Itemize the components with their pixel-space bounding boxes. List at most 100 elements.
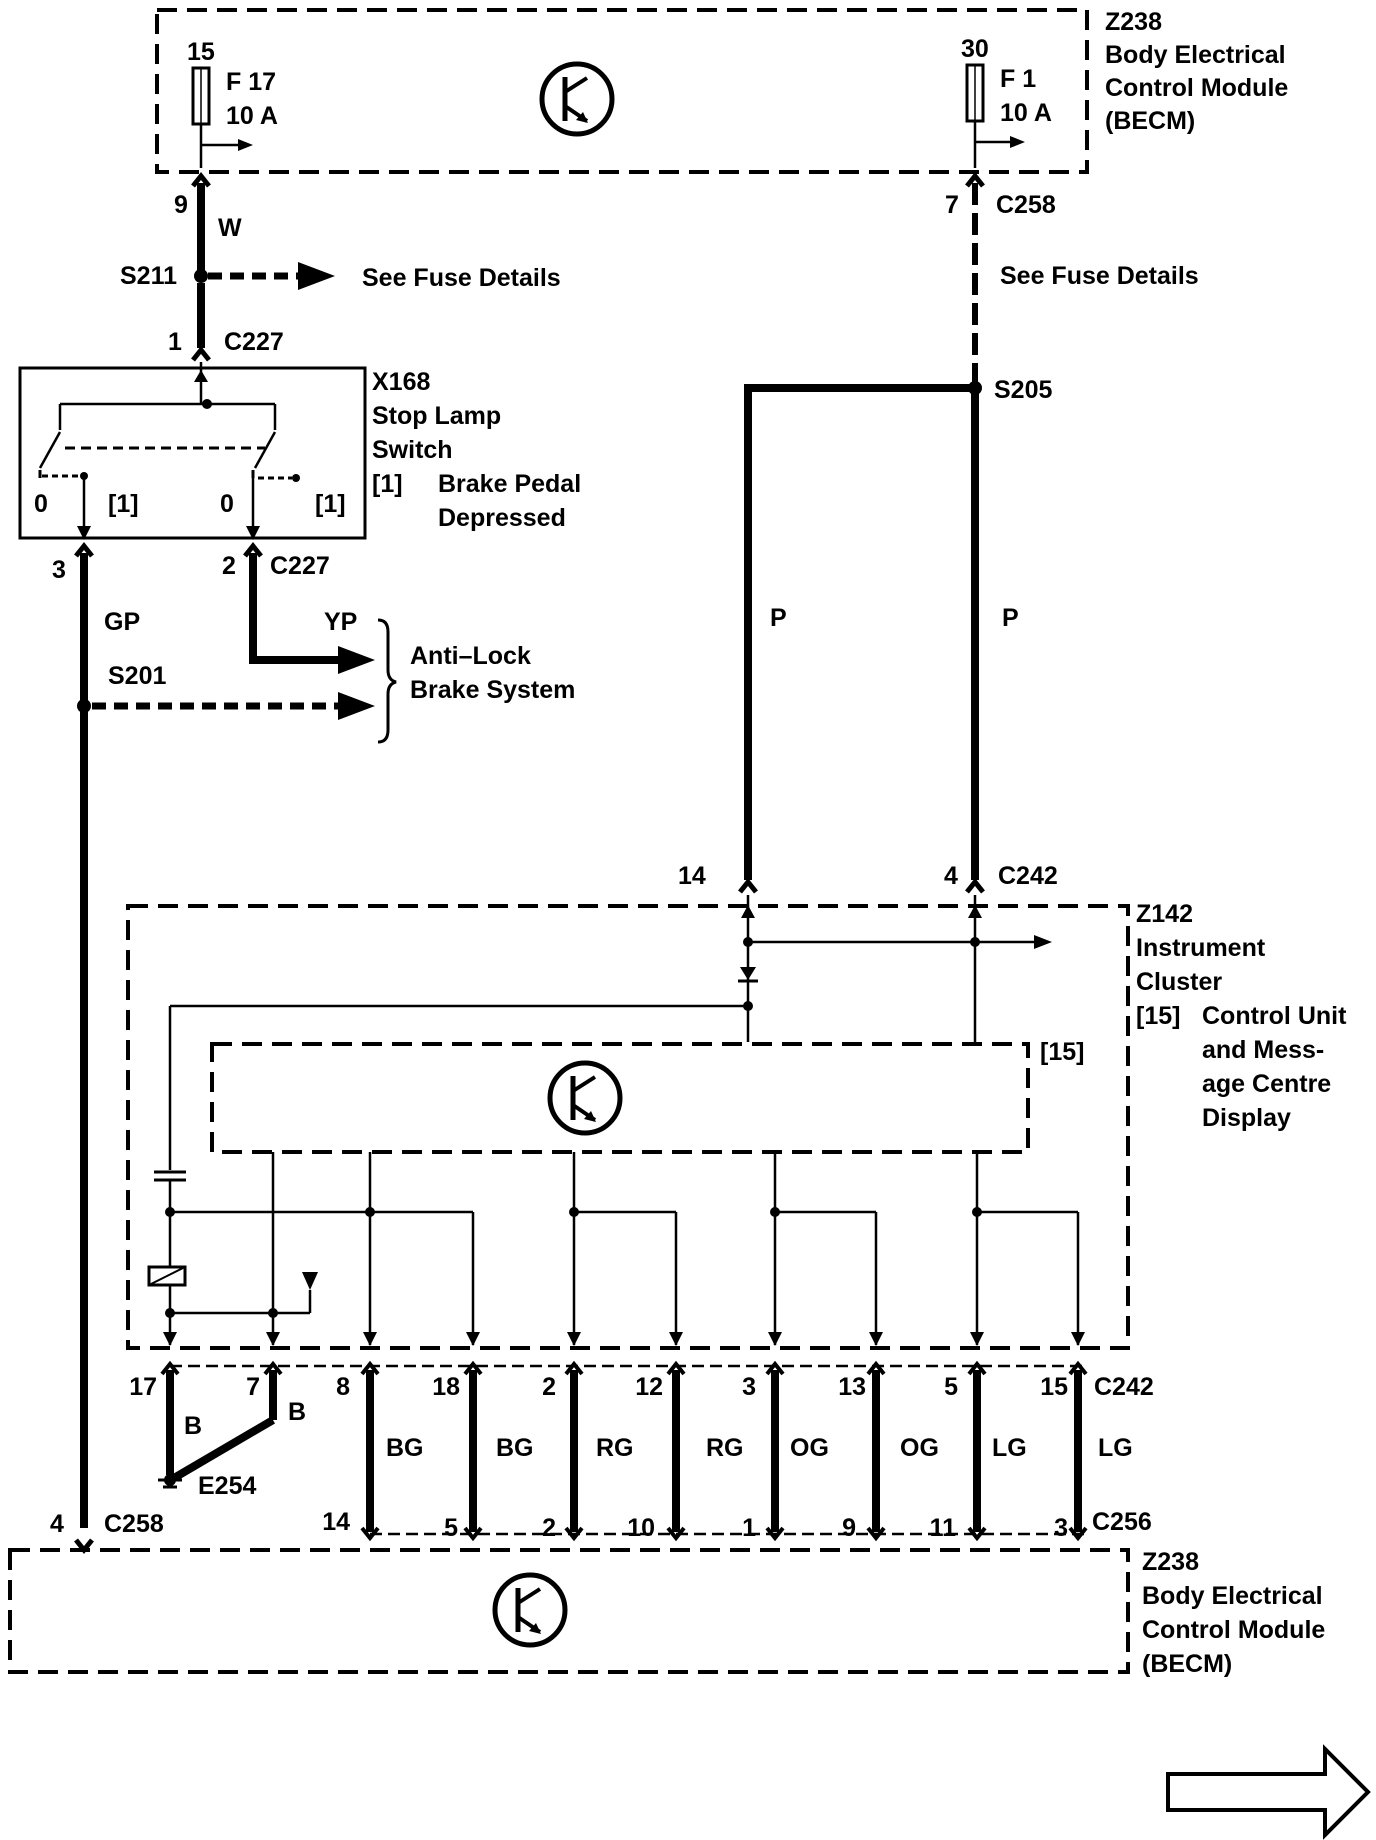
wire-yp-color: YP xyxy=(324,608,357,636)
cluster-note3: age Centre xyxy=(1202,1070,1331,1098)
wire-color-5: RG xyxy=(596,1434,634,1462)
wire-gp-color: GP xyxy=(104,608,140,636)
pin-bottom-7: 9 xyxy=(842,1514,856,1542)
fuse-f1: 30 F 1 10 A xyxy=(961,35,1052,168)
cluster-note4: Display xyxy=(1202,1104,1291,1132)
splice-s211: S211 See Fuse Details xyxy=(120,262,561,292)
wire-color-3: BG xyxy=(386,1434,424,1462)
wire-color-9: LG xyxy=(992,1434,1027,1462)
wire-p-right-connector: C242 xyxy=(998,862,1058,890)
pin-bottom-2: 14 xyxy=(322,1508,350,1536)
c227-top-pin: 1 xyxy=(168,328,182,356)
fuse-f17: 15 F 17 10 A xyxy=(187,38,278,168)
becm-bottom-module: Z238 Body Electrical Control Module (BEC… xyxy=(8,1548,1325,1678)
cluster-line2: Cluster xyxy=(1136,968,1222,996)
cluster-note1: Control Unit xyxy=(1202,1002,1347,1030)
becm-top-id: Z238 xyxy=(1105,8,1162,36)
splice-s211-label: S211 xyxy=(120,262,177,290)
becm-top-line3: (BECM) xyxy=(1105,107,1195,135)
switch-pos1-right: [1] xyxy=(315,490,346,518)
connector-c242-bottom: C242 xyxy=(1094,1373,1154,1401)
pin-bottom-9: 3 xyxy=(1054,1514,1068,1542)
wire-w-color: W xyxy=(218,214,242,242)
wire-w: 9 W xyxy=(174,183,242,348)
transistor-icon xyxy=(547,1060,623,1136)
switch-out-right-pin: 2 xyxy=(222,552,236,580)
pin-top-8: 5 xyxy=(944,1373,958,1401)
switch-pos0-left: 0 xyxy=(34,490,48,518)
wire-w-pin: 9 xyxy=(174,191,188,219)
fuse-f1-name: F 1 xyxy=(1000,65,1036,93)
wire-left-long-pin: 4 xyxy=(50,1510,64,1538)
fuse-f1-pin: 30 xyxy=(961,35,989,63)
abs-line2: Brake System xyxy=(410,676,575,704)
switch-id: X168 xyxy=(372,368,430,396)
becm-bottom-id: Z238 xyxy=(1142,1548,1199,1576)
wire-color-8: OG xyxy=(900,1434,939,1462)
wire-p-right-color: P xyxy=(1002,604,1019,632)
wire-color-6: RG xyxy=(706,1434,744,1462)
switch-note-ref: [1] xyxy=(372,470,403,498)
pin-top-6: 3 xyxy=(742,1373,756,1401)
arrow-right-outline-icon[interactable] xyxy=(1166,1744,1371,1840)
pin-bottom-6: 1 xyxy=(742,1514,756,1542)
splice-s211-ref: See Fuse Details xyxy=(362,264,561,292)
connector-c256: C256 xyxy=(1092,1508,1152,1536)
transistor-icon xyxy=(492,1572,568,1648)
wire-color-10: LG xyxy=(1098,1434,1133,1462)
cluster-id: Z142 xyxy=(1136,900,1193,928)
wire-b-right: B xyxy=(288,1398,306,1426)
switch-line1: Stop Lamp xyxy=(372,402,501,430)
instrument-cluster: Z142 Instrument Cluster [15] Control Uni… xyxy=(126,895,1347,1350)
wire-b-left: B xyxy=(184,1412,202,1440)
abs-destination: Anti–Lock Brake System xyxy=(377,618,575,744)
cluster-note-ref: [15] xyxy=(1136,1002,1180,1030)
wire-color-7: OG xyxy=(790,1434,829,1462)
pin-top-3: 18 xyxy=(432,1373,460,1401)
switch-pos0-right: 0 xyxy=(220,490,234,518)
pin-bottom-3: 5 xyxy=(444,1514,458,1542)
switch-note2: Depressed xyxy=(438,504,566,532)
cluster-inner-ref: [15] xyxy=(1040,1038,1084,1066)
pin-top-0: 17 xyxy=(129,1373,157,1401)
wire-gp: GP xyxy=(80,553,140,1528)
c227-top-connector: C227 xyxy=(224,328,284,356)
splice-s201: S201 xyxy=(77,662,375,720)
stop-lamp-switch: 0 [1] 0 [1] X168 Stop Lamp Switch [1] Br… xyxy=(18,362,581,540)
fuse-f17-pin: 15 xyxy=(187,38,215,66)
switch-out-left-pin: 3 xyxy=(52,556,66,584)
becm-bottom-line1: Body Electrical xyxy=(1142,1582,1323,1610)
ground-e254-label: E254 xyxy=(198,1472,256,1500)
wire-right-top-connector: C258 xyxy=(996,191,1056,219)
wire-p-left-pin: 14 xyxy=(678,862,706,890)
ground-e254: E254 xyxy=(158,1472,256,1500)
switch-line2: Switch xyxy=(372,436,453,464)
splice-s201-label: S201 xyxy=(108,662,166,690)
becm-top-line1: Body Electrical xyxy=(1105,41,1286,69)
switch-pos1-left: [1] xyxy=(108,490,139,518)
switch-note1: Brake Pedal xyxy=(438,470,581,498)
becm-bottom-line3: (BECM) xyxy=(1142,1650,1232,1678)
wire-right-top: 7 C258 See Fuse Details xyxy=(945,183,1199,880)
wire-p-left-color: P xyxy=(770,604,787,632)
pin-top-5: 12 xyxy=(635,1373,663,1401)
wire-yp: YP xyxy=(249,553,375,674)
pin-bottom-5: 10 xyxy=(627,1514,655,1542)
wire-right-top-ref: See Fuse Details xyxy=(1000,262,1199,290)
wire-p-right-pin: 4 xyxy=(944,862,958,890)
splice-s205: S205 xyxy=(744,376,1052,880)
splice-s205-label: S205 xyxy=(994,376,1052,404)
fuse-f17-rating: 10 A xyxy=(226,102,278,130)
wire-color-4: BG xyxy=(496,1434,534,1462)
wire-right-top-pin: 7 xyxy=(945,191,959,219)
fuse-f17-name: F 17 xyxy=(226,68,276,96)
connector-strip: E254 B B 17 7 8 18 2 12 3 13 5 15 C242 B… xyxy=(129,1360,1154,1542)
switch-out-right-connector: C227 xyxy=(270,552,330,580)
cluster-note2: and Mess- xyxy=(1202,1036,1324,1064)
pin-top-7: 13 xyxy=(838,1373,866,1401)
fuse-f1-rating: 10 A xyxy=(1000,99,1052,127)
pin-top-1: 7 xyxy=(246,1373,260,1401)
transistor-icon xyxy=(539,61,615,137)
wire-left-long-connector: C258 xyxy=(104,1510,164,1538)
